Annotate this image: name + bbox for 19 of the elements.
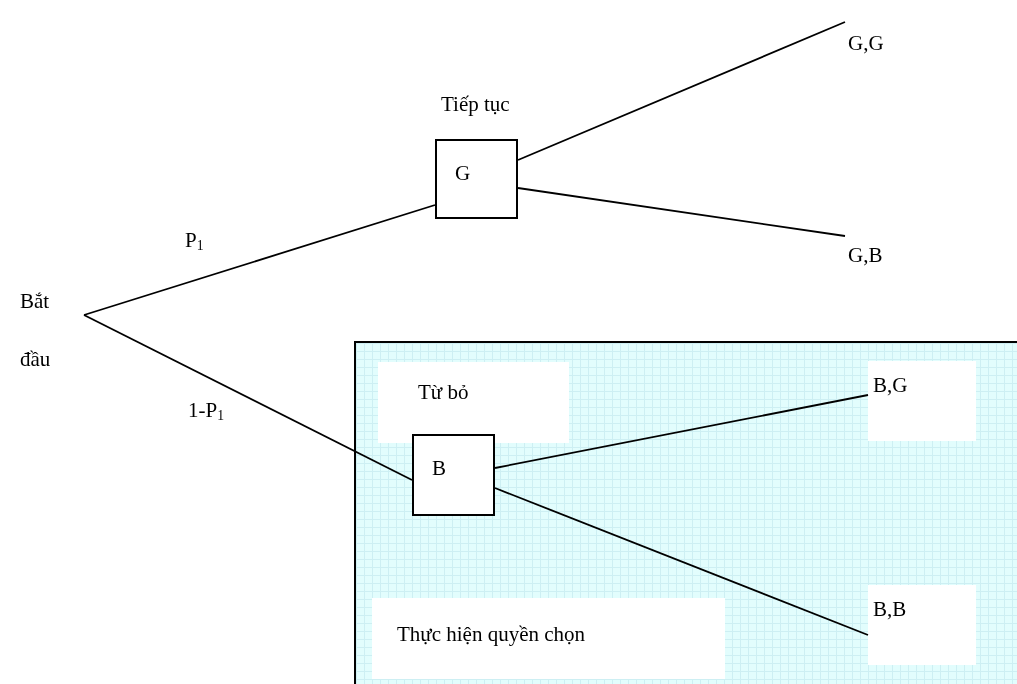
text-box: B,G: [868, 361, 976, 441]
edge-label: 1-P$_{1}$: [188, 398, 224, 424]
decision-box: B: [412, 434, 495, 516]
panel-background: [354, 341, 1017, 684]
branch-line: [494, 394, 869, 469]
node-text: G,G: [848, 30, 884, 57]
branch-line: [517, 187, 846, 237]
branch-line: [517, 21, 846, 161]
decision-box: G: [435, 139, 518, 219]
text-box: Thực hiện quyền chọn: [372, 598, 725, 679]
node-text: G,B: [848, 242, 883, 269]
text-box: B,B: [868, 585, 976, 665]
edge-label: P$_{1}$: [185, 228, 204, 254]
branch-line: [83, 204, 436, 316]
node-caption: Tiếp tục: [441, 92, 510, 117]
node-text: Bắt đầu: [20, 288, 52, 373]
branch-line: [494, 487, 869, 636]
branch-line: [83, 314, 413, 481]
text-box: Từ bỏ: [378, 362, 569, 443]
